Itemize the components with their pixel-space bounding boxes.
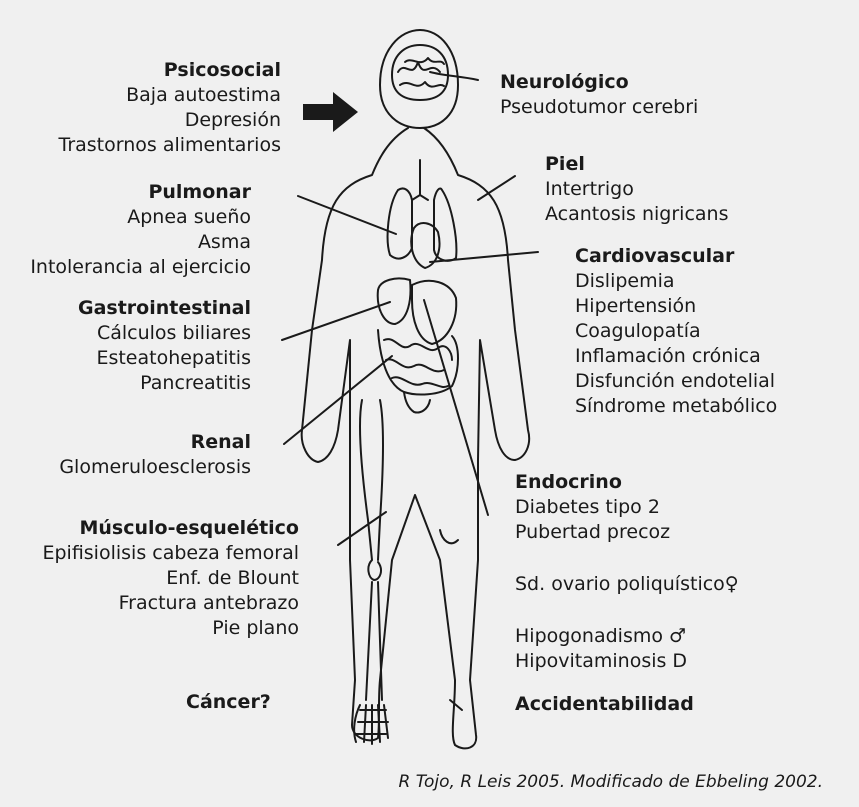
group-hipogonadismo: Hipogonadismo ♂ Hipovitaminosis D — [515, 624, 687, 674]
group-piel: Piel Intertrigo Acantosis nigricans — [545, 152, 729, 227]
pulmonar-title: Pulmonar — [30, 180, 251, 205]
cancer-title: Cáncer? — [186, 690, 271, 715]
group-renal: Renal Glomeruloesclerosis — [59, 430, 251, 480]
endocrino-item: Diabetes tipo 2 — [515, 495, 670, 520]
group-pulmonar: Pulmonar Apnea sueño Asma Intolerancia a… — [30, 180, 251, 280]
pointer-cardiovascular — [430, 252, 538, 262]
renal-title: Renal — [59, 430, 251, 455]
group-psicosocial: Psicosocial Baja autoestima Depresión Tr… — [59, 58, 281, 158]
gastrointestinal-title: Gastrointestinal — [78, 296, 251, 321]
psicosocial-item: Depresión — [59, 108, 281, 133]
group-gastrointestinal: Gastrointestinal Cálculos biliares Estea… — [78, 296, 251, 396]
leg-bones — [360, 400, 383, 580]
piel-item: Intertrigo — [545, 177, 729, 202]
gastrointestinal-item: Esteatohepatitis — [78, 346, 251, 371]
group-endocrino: Endocrino Diabetes tipo 2 Pubertad preco… — [515, 470, 670, 545]
endocrino-title: Endocrino — [515, 470, 670, 495]
musculo-item: Pie plano — [42, 616, 299, 641]
pointer-gastro — [282, 302, 390, 340]
pulmonar-item: Apnea sueño — [30, 205, 251, 230]
hipogonadismo-item: Hipovitaminosis D — [515, 649, 687, 674]
piel-item: Acantosis nigricans — [545, 202, 729, 227]
group-musculo: Músculo-esquelético Epifisiolisis cabeza… — [42, 516, 299, 641]
pointer-pulmonar — [298, 196, 396, 234]
pulmonar-item: Intolerancia al ejercicio — [30, 255, 251, 280]
gastrointestinal-item: Pancreatitis — [78, 371, 251, 396]
intestine-icon — [378, 330, 458, 394]
musculo-item: Enf. de Blount — [42, 566, 299, 591]
group-accidentabilidad: Accidentabilidad — [515, 692, 694, 717]
cardiovascular-item: Dislipemia — [575, 269, 777, 294]
piel-title: Piel — [545, 152, 729, 177]
pulmonar-item: Asma — [30, 230, 251, 255]
ovario-item: Sd. ovario poliquístico♀ — [515, 572, 739, 597]
group-cancer: Cáncer? — [186, 690, 271, 715]
group-ovario: Sd. ovario poliquístico♀ — [515, 572, 739, 597]
cardiovascular-item: Disfunción endotelial — [575, 369, 777, 394]
cardiovascular-item: Hipertensión — [575, 294, 777, 319]
endocrino-item: Pubertad precoz — [515, 520, 670, 545]
accidentabilidad-title: Accidentabilidad — [515, 692, 694, 717]
arrow-icon — [303, 92, 358, 132]
psicosocial-title: Psicosocial — [59, 58, 281, 83]
cardiovascular-title: Cardiovascular — [575, 244, 777, 269]
musculo-item: Epifisiolisis cabeza femoral — [42, 541, 299, 566]
neurologico-title: Neurológico — [500, 70, 698, 95]
psicosocial-item: Baja autoestima — [59, 83, 281, 108]
body-outline — [302, 128, 529, 748]
musculo-item: Fractura antebrazo — [42, 591, 299, 616]
group-cardiovascular: Cardiovascular Dislipemia Hipertensión C… — [575, 244, 777, 419]
lungs-icon — [388, 188, 457, 260]
source-caption: R Tojo, R Leis 2005. Modificado de Ebbel… — [399, 772, 823, 792]
cardiovascular-item: Coagulopatía — [575, 319, 777, 344]
neurologico-item: Pseudotumor cerebri — [500, 95, 698, 120]
cardiovascular-item: Inflamación crónica — [575, 344, 777, 369]
liver-icon — [378, 278, 411, 324]
musculo-title: Músculo-esquelético — [42, 516, 299, 541]
hipogonadismo-item: Hipogonadismo ♂ — [515, 624, 687, 649]
gastrointestinal-item: Cálculos biliares — [78, 321, 251, 346]
group-neurologico: Neurológico Pseudotumor cerebri — [500, 70, 698, 120]
pointer-neurologico — [430, 72, 478, 80]
renal-item: Glomeruloesclerosis — [59, 455, 251, 480]
psicosocial-item: Trastornos alimentarios — [59, 133, 281, 158]
cardiovascular-item: Síndrome metabólico — [575, 394, 777, 419]
